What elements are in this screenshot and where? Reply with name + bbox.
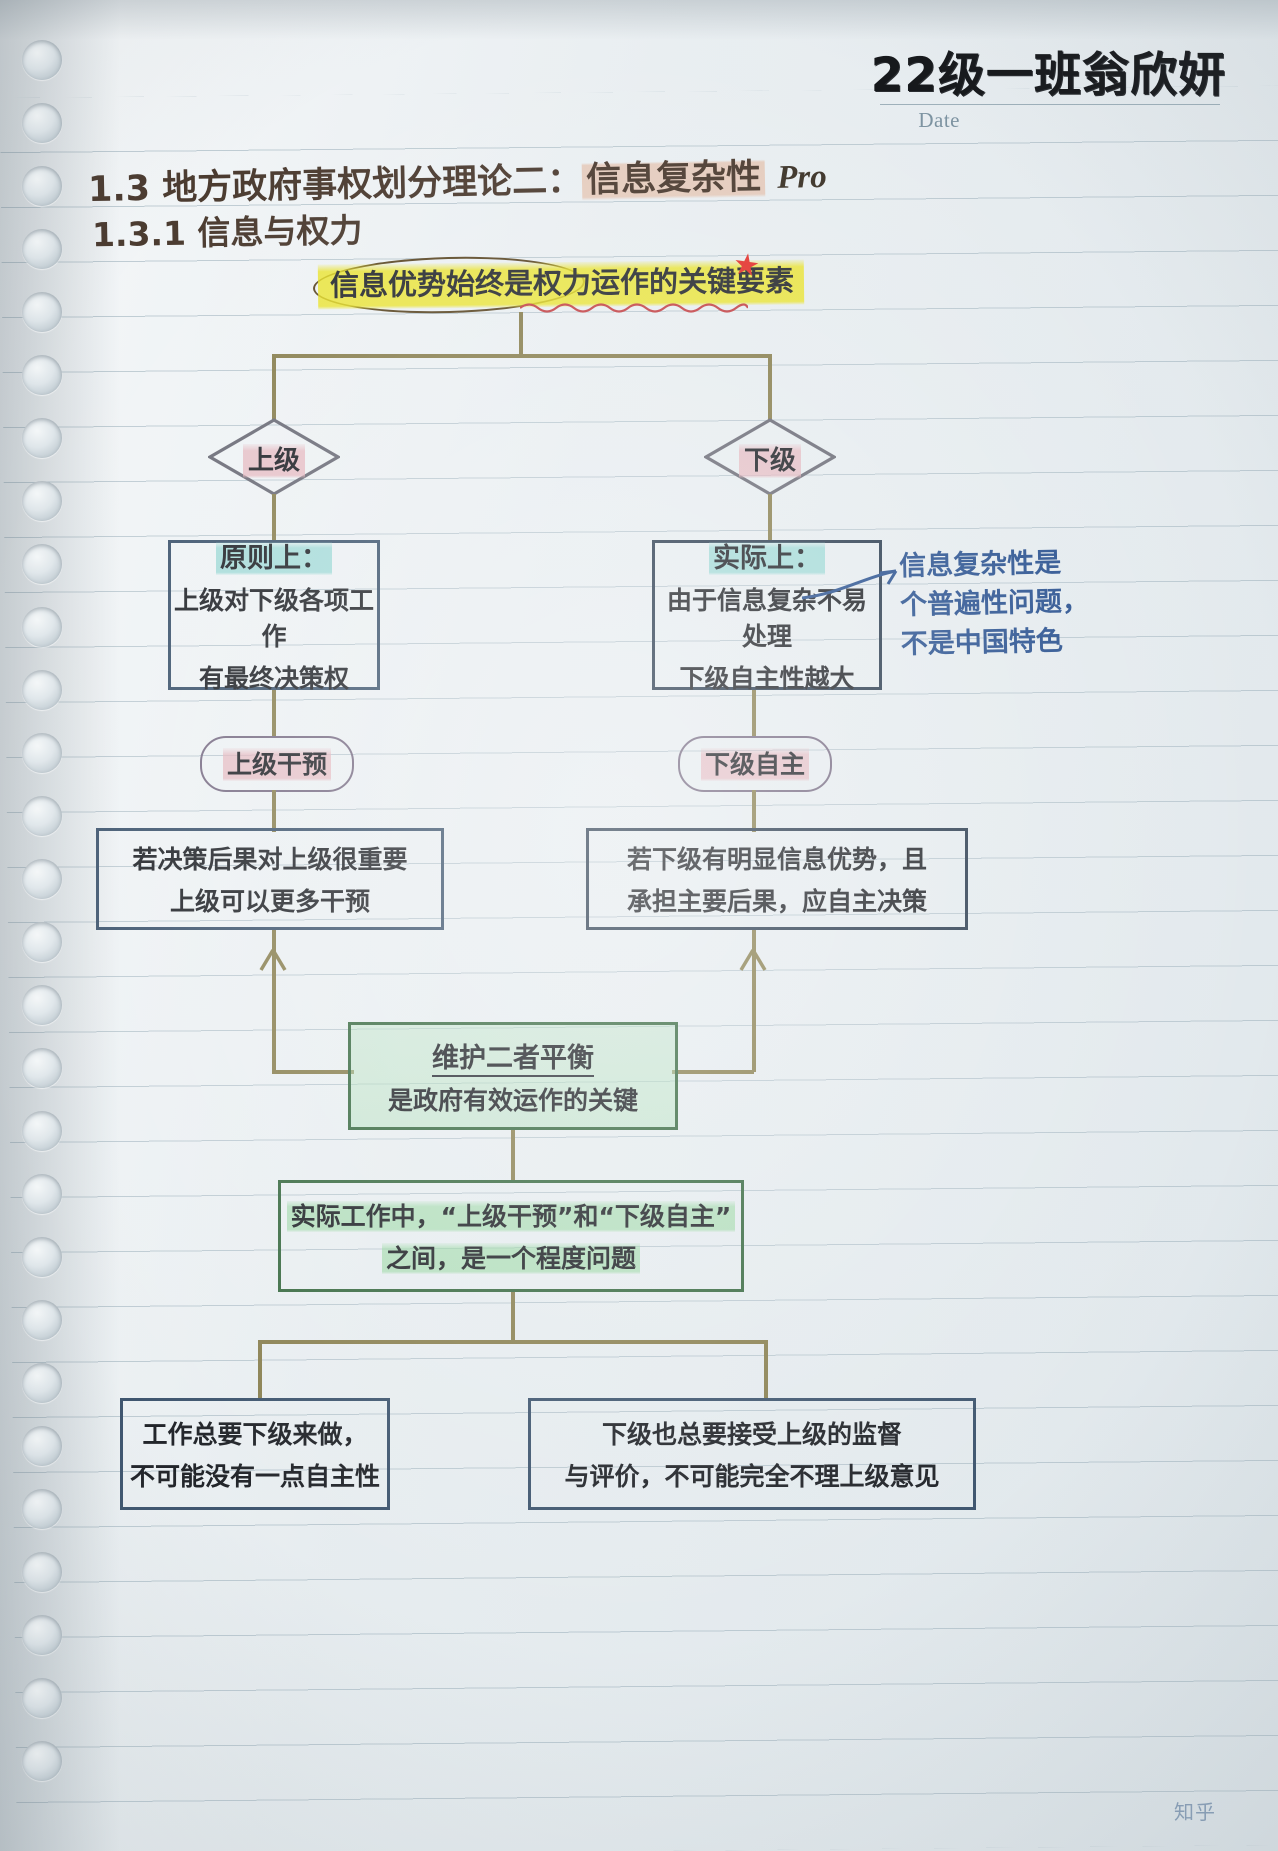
box-reality[interactable]: 实际上： 由于信息复杂不易处理 下级自主性越大 (652, 540, 882, 693)
binder-hole (22, 1174, 62, 1214)
pill-superior-intervention[interactable]: 上级干预 (200, 736, 354, 792)
diamond-node-subordinate[interactable]: 下级 (704, 418, 836, 496)
connector-bottom-split-bar (258, 1340, 766, 1344)
binder-hole (22, 103, 62, 143)
box-bottom-right[interactable]: 下级也总要接受上级的监督 与评价，不可能完全不理上级意见 (528, 1398, 976, 1510)
binder-hole (22, 1678, 62, 1718)
section-title-2: 1.3.1 信息与权力 (91, 210, 363, 255)
binder-hole (22, 229, 62, 269)
binder-holes (12, 30, 82, 1820)
section-1-suffix: Pro (776, 158, 828, 196)
connector-left-diamond-to-box (272, 494, 276, 542)
binder-hole (22, 292, 62, 332)
pill-subordinate-label: 下级自主 (700, 748, 809, 781)
annotation-line-1: 信息复杂性是 (898, 547, 1062, 582)
binder-hole (22, 1048, 62, 1088)
binder-hole (22, 1489, 62, 1529)
connector-left-box-to-pill (272, 690, 276, 738)
annotation-arrow-icon (801, 569, 898, 600)
connector-stmt-down (519, 312, 523, 356)
student-name-header: 22级一班翁欣妍 (870, 48, 1226, 103)
connector-balance-to-degree (511, 1130, 515, 1182)
box-bottom-left-line1: 工作总要下级来做， (142, 1420, 368, 1449)
pill-subordinate-autonomy[interactable]: 下级自主 (678, 736, 832, 792)
box-balance-key[interactable]: 维护二者平衡 是政府有效运作的关键 (348, 1022, 678, 1130)
watermark: 知乎 (1174, 1800, 1216, 1824)
box-bottom-left[interactable]: 工作总要下级来做， 不可能没有一点自主性 (120, 1398, 390, 1510)
box-reality-head: 实际上： (709, 536, 825, 575)
box-balance-line2: 是政府有效运作的关键 (387, 1085, 638, 1115)
binder-hole (22, 355, 62, 395)
binder-hole (22, 1300, 62, 1340)
box-bottom-left-line2: 不可能没有一点自主性 (129, 1462, 380, 1491)
box-degree-question[interactable]: 实际工作中，“上级干预”和“下级自主” 之间，是一个程度问题 (278, 1180, 744, 1292)
connector-bottom-right-down (764, 1340, 768, 1400)
binder-hole (22, 1615, 62, 1655)
diamond-label-superior: 上级 (208, 440, 340, 478)
annotation-line-2: 个普遍性问题， (899, 586, 1090, 622)
connector-right-diamond-to-box (768, 494, 772, 542)
binder-hole (22, 166, 62, 206)
box-subordinate-decides-line2: 承担主要后果，应自主决策 (626, 887, 927, 916)
star-icon: ★ (730, 247, 763, 284)
connector-right-mid-up (752, 930, 756, 1072)
binder-hole (22, 418, 62, 458)
binder-hole (22, 859, 62, 899)
box-superior-intervenes[interactable]: 若决策后果对上级很重要 上级可以更多干预 (96, 828, 444, 930)
binder-hole (22, 40, 62, 80)
binder-hole (22, 985, 62, 1025)
connector-to-right-diamond (768, 354, 772, 420)
date-label: Date (918, 108, 960, 132)
statement-wavy-underline (520, 303, 748, 313)
date-rule (880, 104, 1220, 105)
annotation-line-3: 不是中国特色 (900, 625, 1064, 661)
box-subordinate-decides[interactable]: 若下级有明显信息优势，且 承担主要后果，应自主决策 (586, 828, 968, 930)
binder-hole (22, 1363, 62, 1403)
binder-hole (22, 607, 62, 647)
box-degree-line2: 之间，是一个程度问题 (381, 1239, 640, 1275)
connector-left-pill-to-box (272, 790, 276, 832)
box-balance-line1: 维护二者平衡 (432, 1036, 594, 1077)
box-principle[interactable]: 原则上： 上级对下级各项工作 有最终决策权 (168, 540, 380, 693)
box-principle-line2: 有最终决策权 (198, 663, 349, 693)
binder-hole (22, 481, 62, 521)
connector-right-mid-in (672, 1070, 754, 1074)
binder-hole (22, 1426, 62, 1466)
section-1-prefix: 1.3 地方政府事权划分理论二： (87, 160, 583, 211)
connector-left-mid-up (272, 930, 276, 1072)
connector-right-pill-to-box (752, 790, 756, 832)
box-principle-head: 原则上： (216, 536, 332, 575)
binder-hole (22, 1741, 62, 1781)
binder-hole (22, 544, 62, 584)
binder-hole (22, 733, 62, 773)
binder-hole (22, 1237, 62, 1277)
connector-to-left-diamond (272, 354, 276, 420)
binder-hole (22, 922, 62, 962)
arrowhead-up-left-icon (259, 949, 287, 971)
binder-hole (22, 1111, 62, 1151)
side-annotation: 信息复杂性是 个普遍性问题， 不是中国特色 (899, 543, 1090, 664)
binder-hole (22, 1552, 62, 1592)
box-superior-intervenes-line2: 上级可以更多干预 (169, 887, 370, 916)
binder-hole (22, 796, 62, 836)
box-subordinate-decides-line1: 若下级有明显信息优势，且 (626, 845, 927, 874)
ruled-lines (0, 85, 1278, 1851)
section-1-highlight: 信息复杂性 (581, 157, 766, 201)
box-bottom-right-line1: 下级也总要接受上级的监督 (601, 1420, 902, 1449)
box-bottom-right-line2: 与评价，不可能完全不理上级意见 (564, 1462, 940, 1491)
connector-right-box-to-pill (752, 690, 756, 738)
box-principle-line1: 上级对下级各项工作 (173, 585, 374, 651)
connector-degree-down (511, 1292, 515, 1342)
box-degree-line1: 实际工作中，“上级干预”和“下级自主” (286, 1197, 736, 1233)
connector-split-bar (272, 354, 772, 358)
binder-hole (22, 670, 62, 710)
box-superior-intervenes-line1: 若决策后果对上级很重要 (132, 845, 408, 874)
diamond-label-subordinate: 下级 (704, 440, 836, 478)
pill-superior-label: 上级干预 (222, 748, 331, 781)
diamond-node-superior[interactable]: 上级 (208, 418, 340, 496)
box-reality-line2: 下级自主性越大 (679, 663, 855, 693)
connector-left-mid-in (272, 1070, 354, 1074)
connector-bottom-left-down (258, 1340, 262, 1400)
arrowhead-up-right-icon (739, 949, 767, 971)
